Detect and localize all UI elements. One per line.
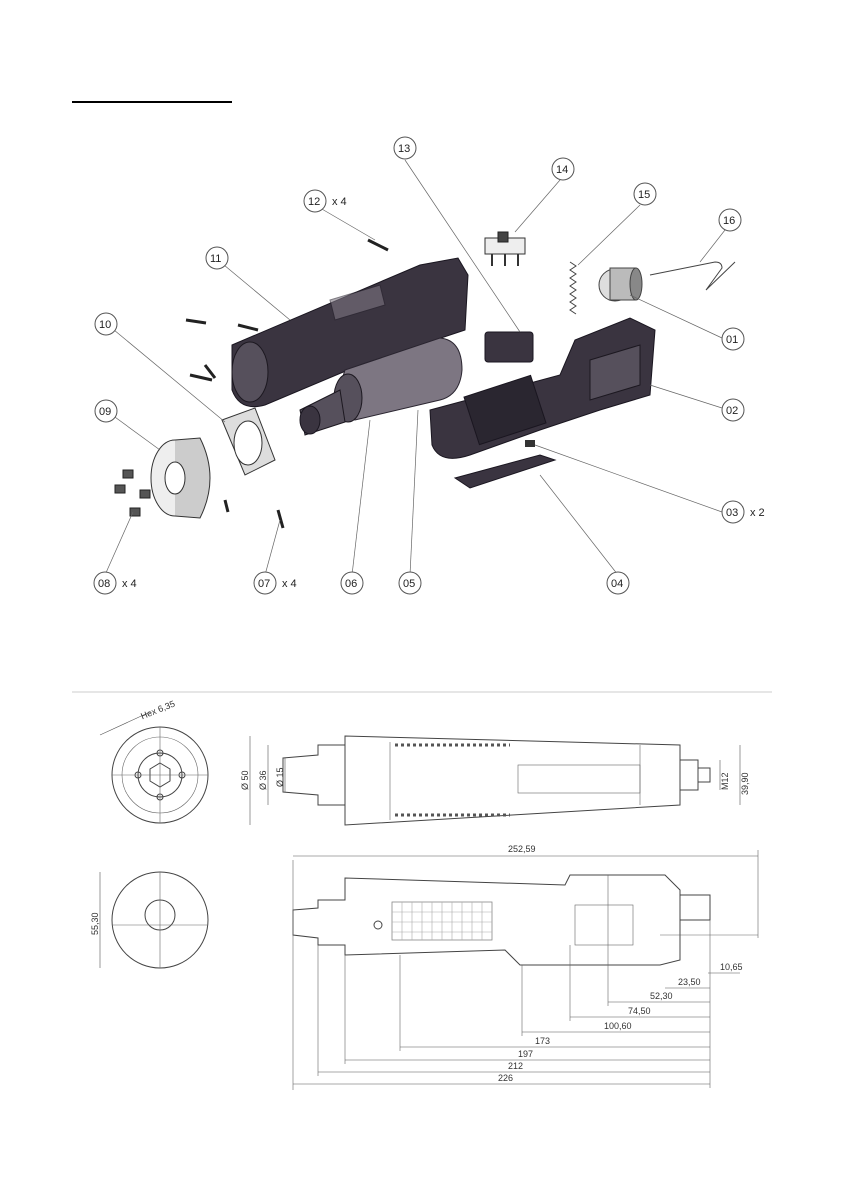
callout-01: 01 <box>722 328 744 350</box>
callout-12-qty: x 4 <box>332 196 347 208</box>
dim-173: 173 <box>535 1036 550 1046</box>
svg-text:10: 10 <box>99 319 111 331</box>
flange-part <box>222 408 275 475</box>
svg-text:05: 05 <box>403 578 415 590</box>
svg-text:08: 08 <box>98 578 110 590</box>
callout-09: 09 <box>95 400 117 422</box>
svg-text:03: 03 <box>726 507 738 519</box>
svg-text:13: 13 <box>398 143 410 155</box>
svg-text:02: 02 <box>726 405 738 417</box>
dim-197: 197 <box>518 1049 533 1059</box>
side-view-bottom: 252,59 10,65 23,50 52,30 74,50 100,60 17… <box>293 844 758 1090</box>
dim-d15: Ø 15 <box>275 767 285 787</box>
dim-100-60: 100,60 <box>604 1021 632 1031</box>
callout-12: 12 <box>304 190 326 212</box>
dim-55-30: 55,30 <box>90 912 100 935</box>
side-view-top: Ø 50 Ø 36 Ø 15 M12 39,90 <box>240 736 750 825</box>
screws-08 <box>115 470 150 516</box>
dim-212: 212 <box>508 1061 523 1071</box>
svg-text:09: 09 <box>99 406 111 418</box>
callout-13: 13 <box>394 137 416 159</box>
dim-d50: Ø 50 <box>240 770 250 790</box>
svg-text:15: 15 <box>638 189 650 201</box>
dim-hex: Hex 6,35 <box>139 699 176 722</box>
spring-part <box>570 262 576 314</box>
svg-text:16: 16 <box>723 215 735 227</box>
callout-11: 11 <box>206 247 228 269</box>
dim-252-59: 252,59 <box>508 844 536 854</box>
dim-23-50: 23,50 <box>678 977 701 987</box>
callout-05: 05 <box>399 572 421 594</box>
svg-text:01: 01 <box>726 334 738 346</box>
exploded-view: 13 14 15 16 12 x 4 11 10 01 09 02 03 x 2… <box>94 137 765 594</box>
callout-04: 04 <box>607 572 629 594</box>
cover-plate-part <box>455 455 555 488</box>
dim-74-50: 74,50 <box>628 1006 651 1016</box>
dim-m12: M12 <box>720 772 730 790</box>
front-view-top: Hex 6,35 <box>100 699 208 823</box>
svg-text:04: 04 <box>611 578 623 590</box>
callout-07: 07 <box>254 572 276 594</box>
hook-part <box>650 262 735 290</box>
svg-text:11: 11 <box>210 253 221 265</box>
microswitch-part <box>485 332 533 362</box>
callout-08-qty: x 4 <box>122 578 137 590</box>
svg-text:06: 06 <box>345 578 357 590</box>
dim-10-65: 10,65 <box>720 962 743 972</box>
screws-07 <box>225 500 283 528</box>
callout-03-qty: x 2 <box>750 507 765 519</box>
callout-10: 10 <box>95 313 117 335</box>
callout-15: 15 <box>634 183 656 205</box>
dim-39-90: 39,90 <box>740 772 750 795</box>
callout-03: 03 <box>722 501 744 523</box>
callout-14: 14 <box>552 158 574 180</box>
callout-07-qty: x 4 <box>282 578 297 590</box>
lower-housing-part <box>430 318 655 458</box>
grub-screw-part <box>525 440 535 447</box>
callout-02: 02 <box>722 399 744 421</box>
front-view-bottom: 55,30 <box>90 872 208 968</box>
connector-part <box>599 268 642 301</box>
dim-226: 226 <box>498 1073 513 1083</box>
callout-08: 08 <box>94 572 116 594</box>
dim-d36: Ø 36 <box>258 770 268 790</box>
svg-text:12: 12 <box>308 196 320 208</box>
slide-switch-part <box>485 232 525 266</box>
svg-text:07: 07 <box>258 578 270 590</box>
callout-06: 06 <box>341 572 363 594</box>
dim-52-30: 52,30 <box>650 991 673 1001</box>
callout-16: 16 <box>719 209 741 231</box>
svg-text:14: 14 <box>556 164 568 176</box>
